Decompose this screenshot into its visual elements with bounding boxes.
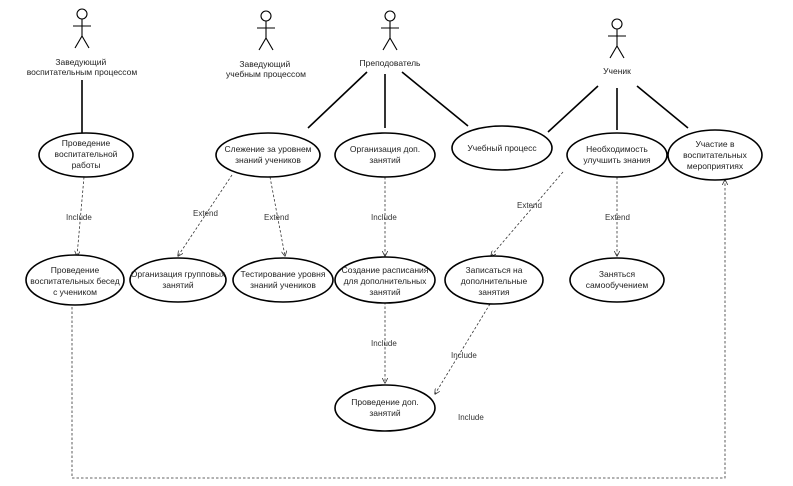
actor-head-edu (73, 8, 91, 49)
dependency-uc11-uc13 (435, 303, 491, 394)
actor-student (608, 18, 626, 59)
actor-teacher-label: Преподователь (360, 58, 422, 68)
label-uc10-uc13: Include (371, 339, 397, 348)
dependency-uc2-uc8 (178, 174, 233, 256)
dependencies (71, 171, 725, 479)
dependency-labels: Include Extend Extend Include Extend Ext… (66, 201, 630, 422)
associations (81, 71, 689, 135)
use-case-uc4: Учебный процесс (451, 125, 553, 171)
use-case-uc3: Организация доп.занятий (334, 132, 436, 178)
label-uc1-uc7: Include (66, 213, 92, 222)
dependency-uc5-uc11 (491, 171, 564, 256)
label-uc5-uc12: Extend (605, 213, 630, 222)
actor-head-study (257, 10, 275, 51)
label-uc5-uc11: Extend (517, 201, 542, 210)
svg-text:Проведение доп.занятий: Проведение доп.занятий (351, 397, 418, 418)
actor-teacher (381, 10, 399, 51)
label-uc11-uc13: Include (451, 351, 477, 360)
svg-text:Организация доп.занятий: Организация доп.занятий (350, 144, 420, 165)
svg-text:Учебный процесс: Учебный процесс (467, 143, 537, 153)
actor-student-label: Ученик (603, 66, 631, 76)
association-student-uc4 (547, 85, 599, 133)
association-teacher-uc4 (401, 71, 469, 127)
association-teacher-uc2 (307, 71, 368, 129)
label-uc7-uc6: Include (458, 413, 484, 422)
actor-head-edu-label: Заведующий воспитательным процессом (27, 57, 138, 77)
association-student-uc6 (636, 85, 689, 129)
label-uc2-uc9: Extend (264, 213, 289, 222)
actor-head-study-label: Заведующий учебным процессом (226, 59, 306, 79)
label-uc3-uc10: Include (371, 213, 397, 222)
use-case-uc13: Проведение доп.занятий (334, 384, 436, 432)
label-uc2-uc8: Extend (193, 209, 218, 218)
dependency-uc7-uc6 (71, 180, 725, 479)
